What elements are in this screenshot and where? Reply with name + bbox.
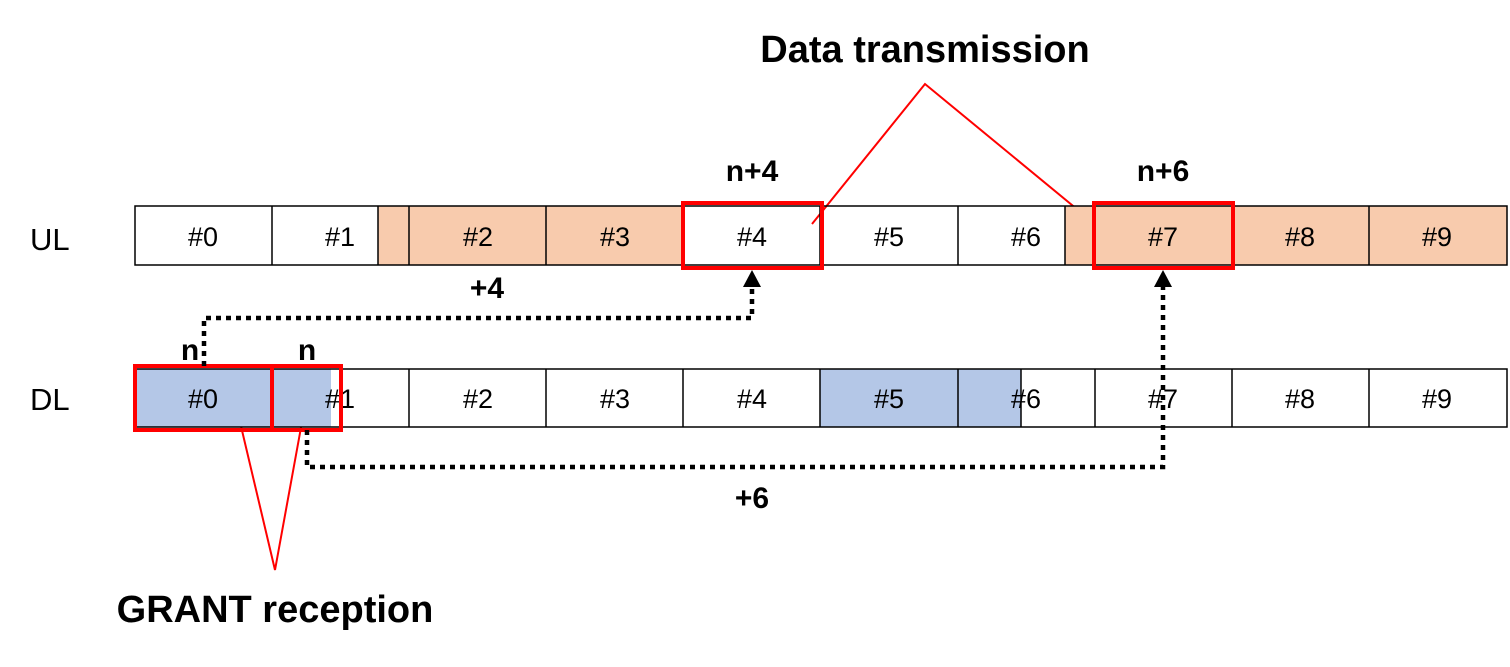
dl-cell-2: #2 <box>463 384 493 414</box>
ul-cell-3: #3 <box>600 222 630 252</box>
dl-fills <box>135 369 1021 427</box>
offset-4-label: +4 <box>470 272 505 305</box>
ul-cell-9: #9 <box>1422 222 1452 252</box>
ul-cell-1: #1 <box>325 222 355 252</box>
n-plus-4-label: n+4 <box>726 155 779 188</box>
offset-6-arrow <box>304 285 1166 470</box>
dl-cell-6: #6 <box>1011 384 1041 414</box>
n-label-left: n <box>181 334 199 367</box>
ul-cell-0: #0 <box>188 222 218 252</box>
n-label-right: n <box>298 334 316 367</box>
offset-6-label: +6 <box>735 482 769 515</box>
grant-reception-label: GRANT reception <box>117 589 434 631</box>
data-transmission-label: Data transmission <box>760 29 1089 71</box>
dl-cell-0: #0 <box>188 384 218 414</box>
dl-fill-region-1 <box>135 369 331 427</box>
dl-cell-5: #5 <box>874 384 904 414</box>
dl-cell-3: #3 <box>600 384 630 414</box>
ul-fill-region-2 <box>1065 206 1507 265</box>
offset-4-arrowhead <box>743 270 761 287</box>
ul-row-label: UL <box>30 222 70 257</box>
ul-cell-2: #2 <box>463 222 493 252</box>
ul-highlight-slot-7 <box>1092 201 1235 270</box>
offset-4-arrow <box>201 285 755 366</box>
ul-cell-6: #6 <box>1011 222 1041 252</box>
n-plus-6-label: n+6 <box>1137 155 1190 188</box>
dl-cell-8: #8 <box>1285 384 1315 414</box>
ul-highlight-slot-4 <box>681 201 824 270</box>
dl-cell-9: #9 <box>1422 384 1452 414</box>
ul-fill-region-1 <box>378 206 683 265</box>
ul-cell-8: #8 <box>1285 222 1315 252</box>
ul-cell-5: #5 <box>874 222 904 252</box>
dl-cell-4: #4 <box>737 384 767 414</box>
grant-reception-pointer <box>239 421 303 571</box>
data-transmission-pointer <box>811 82 1096 225</box>
ul-cell-labels: #0 #1 #2 #3 #4 #5 #6 #7 #8 #9 <box>188 222 1452 252</box>
offset-6-arrowhead <box>1154 270 1172 287</box>
ul-fills <box>378 206 1507 265</box>
ul-cell-4: #4 <box>737 222 767 252</box>
dl-row-label: DL <box>30 382 70 417</box>
dl-fill-region-2 <box>820 369 1021 427</box>
ul-cell-7: #7 <box>1148 222 1178 252</box>
